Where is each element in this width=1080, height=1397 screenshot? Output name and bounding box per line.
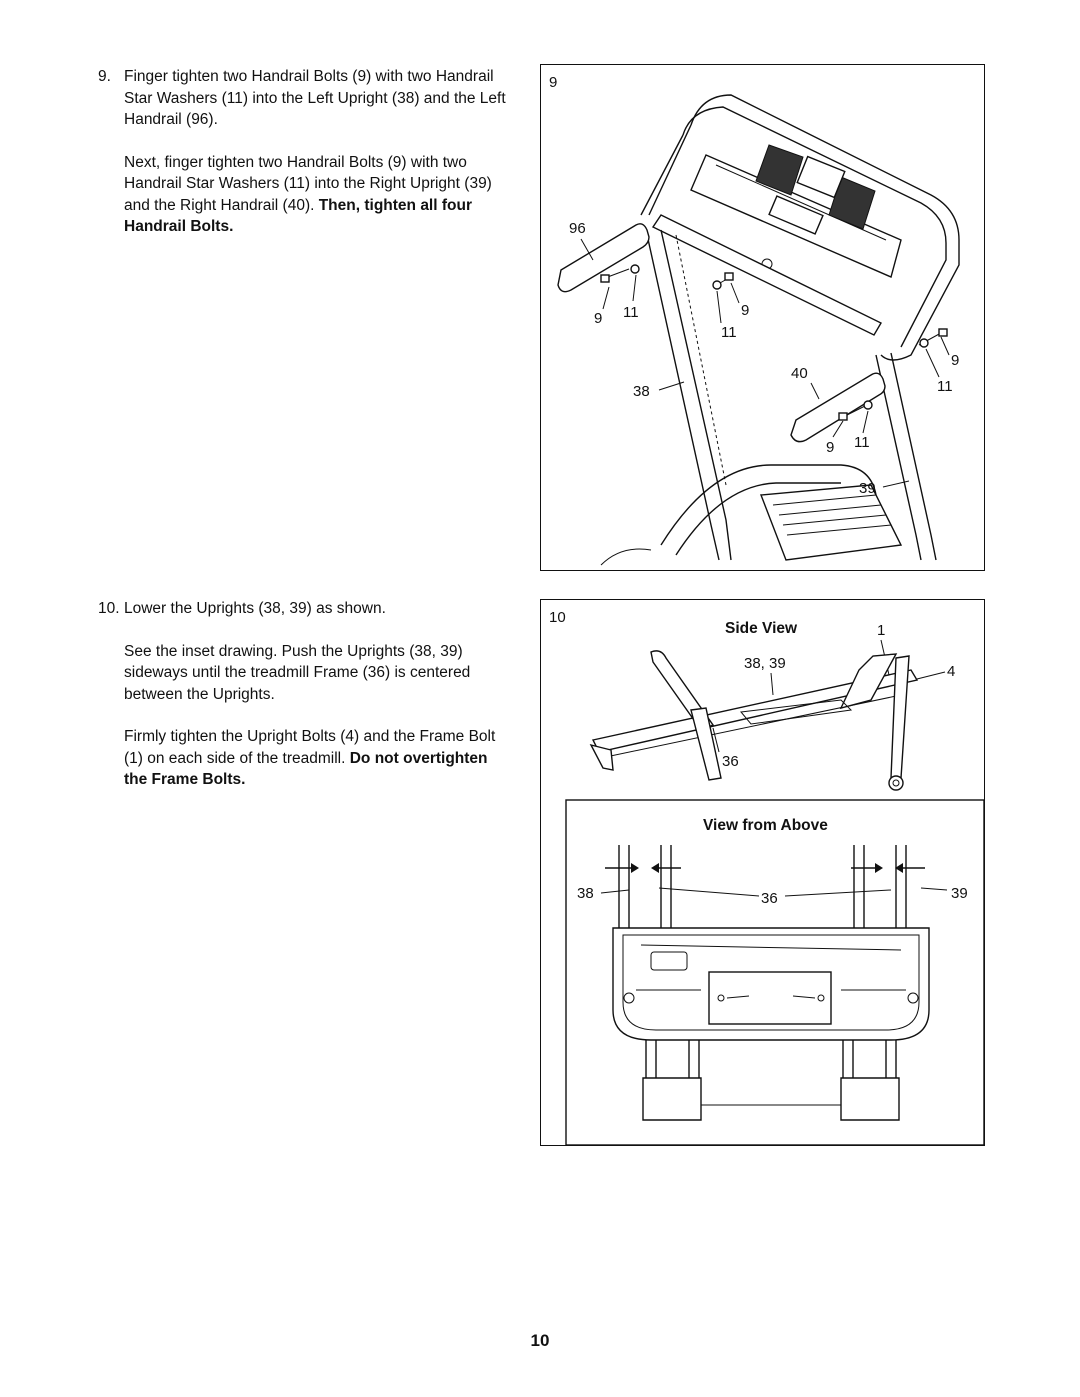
bolt-icon <box>838 400 873 421</box>
step-10-paragraph-3: Firmly tighten the Upright Bolts (4) and… <box>124 728 496 788</box>
step-10-paragraph-1: Lower the Uprights (38, 39) as shown. <box>124 600 386 617</box>
figure-step-10: 10 Side View 1 38, 39 4 36 View from Abo… <box>540 599 985 1146</box>
step-10-paragraph-2: See the inset drawing. Push the Uprights… <box>124 642 471 703</box>
figure-step-label: 10 <box>549 609 566 626</box>
step-number: 9. <box>98 68 111 85</box>
callout-39: 39 <box>859 480 876 497</box>
callout-11: 11 <box>623 304 639 321</box>
callout-11: 11 <box>854 434 870 451</box>
handrail-assembly-illustration: 9 <box>549 74 960 566</box>
callout-9: 9 <box>951 352 959 369</box>
page-number: 10 <box>530 1331 550 1350</box>
step-9-paragraph-2: Next, finger tighten two Handrail Bolts … <box>124 153 492 236</box>
side-view-title: Side View <box>725 620 798 637</box>
arrow-left-icon <box>651 863 681 873</box>
callout-96: 96 <box>569 220 586 237</box>
callout-38: 38 <box>577 885 594 902</box>
callout-9: 9 <box>826 439 834 456</box>
callout-36: 36 <box>722 753 739 770</box>
upright-lowering-illustration: 10 Side View 1 38, 39 4 36 View from Abo… <box>549 609 984 1145</box>
figure-step-label: 9 <box>549 74 557 91</box>
step-9-paragraph-1: Finger tighten two Handrail Bolts (9) wi… <box>124 68 506 128</box>
figure-step-9: 9 <box>540 64 985 571</box>
callout-9: 9 <box>741 302 749 319</box>
callout-38-39: 38, 39 <box>744 655 786 672</box>
step-9: 9. Finger tighten two Handrail Bolts (9)… <box>98 66 510 238</box>
callout-9: 9 <box>594 310 602 327</box>
bolt-icon <box>712 272 734 290</box>
arrow-left-icon <box>895 863 925 873</box>
callout-4: 4 <box>947 663 955 680</box>
bolt-icon <box>918 328 948 348</box>
arrow-right-icon <box>605 863 639 873</box>
bolt-icon <box>600 264 640 283</box>
callout-11: 11 <box>721 324 737 341</box>
callout-36: 36 <box>761 890 778 907</box>
callout-1: 1 <box>877 622 885 639</box>
callout-11: 11 <box>937 378 953 395</box>
step-number: 10. <box>98 600 120 617</box>
step-10: 10. Lower the Uprights (38, 39) as shown… <box>98 598 510 791</box>
arrow-right-icon <box>851 863 883 873</box>
callout-40: 40 <box>791 365 808 382</box>
above-view-title: View from Above <box>703 817 828 834</box>
callout-39: 39 <box>951 885 968 902</box>
callout-38: 38 <box>633 383 650 400</box>
